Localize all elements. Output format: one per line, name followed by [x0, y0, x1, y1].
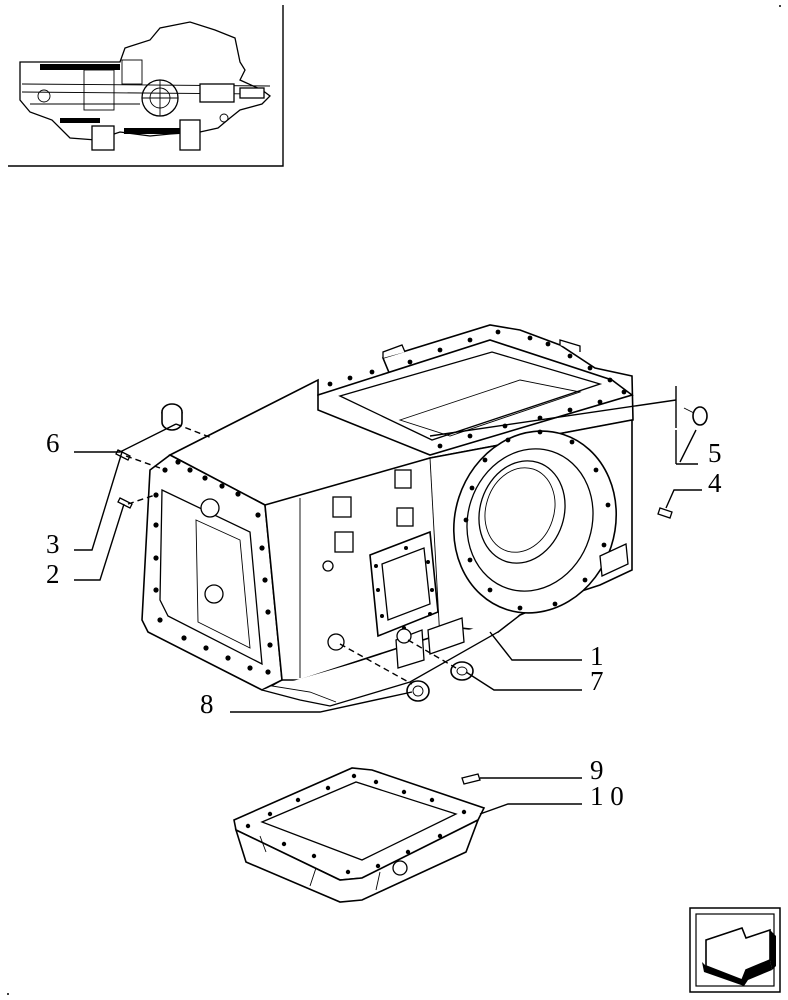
callout-7: 7 [590, 666, 604, 696]
next-page-button[interactable] [689, 907, 781, 993]
oil-sump-part-10 [233, 767, 486, 903]
transmission-housing [141, 324, 634, 707]
leader-lines [74, 386, 702, 815]
transmission-cutaway-thumbnail [19, 21, 271, 151]
plug-part-8 [406, 680, 430, 702]
stud-part-9 [461, 773, 481, 785]
callout-4: 4 [708, 468, 722, 498]
corner-mark [7, 993, 9, 995]
callout-6: 6 [46, 428, 60, 458]
seal-ring-part-7 [450, 661, 474, 681]
callout-labels: 6 3 2 5 4 1 7 8 9 1 0 [46, 428, 722, 811]
callout-2: 2 [46, 559, 60, 589]
callout-10: 1 0 [590, 781, 624, 811]
pin-part-4 [657, 507, 673, 519]
callout-8: 8 [200, 689, 214, 719]
callout-5: 5 [708, 438, 722, 468]
reference-thumbnail[interactable] [8, 5, 284, 167]
corner-mark [779, 5, 781, 7]
next-page-arrow-icon [702, 927, 776, 986]
callout-9: 9 [590, 755, 604, 785]
callout-1: 1 [590, 641, 604, 671]
dowel-pin-part-2 [117, 497, 133, 509]
plug-part-6 [161, 403, 183, 431]
screw-part-5 [683, 406, 708, 426]
callout-3: 3 [46, 529, 60, 559]
